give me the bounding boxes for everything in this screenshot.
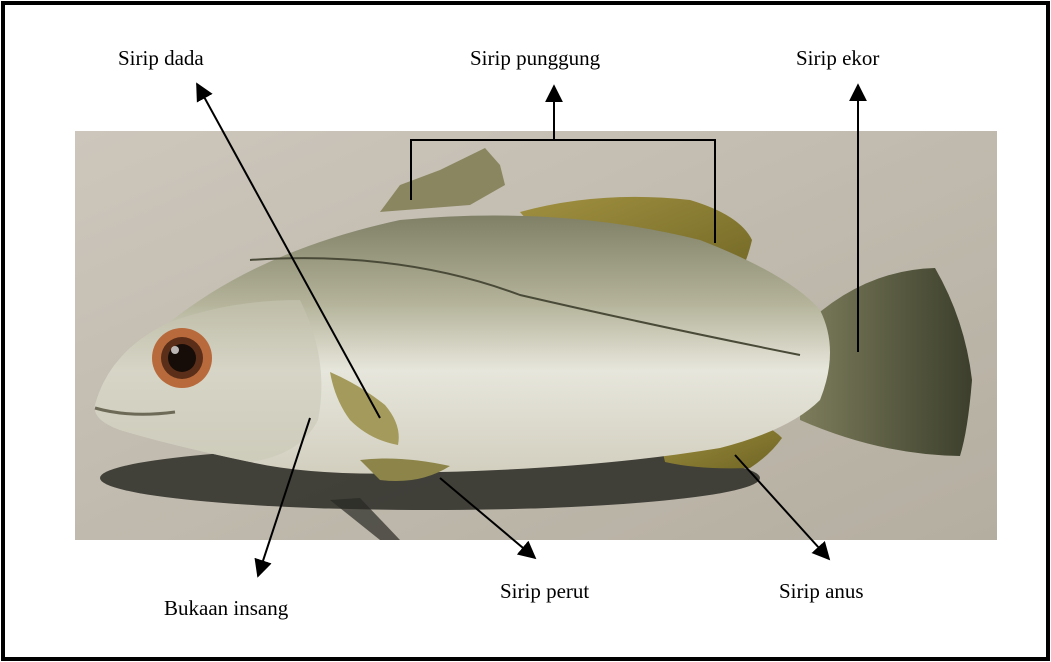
label-gill-opening: Bukaan insang — [164, 596, 289, 620]
label-caudal-fin: Sirip ekor — [796, 46, 879, 70]
label-dorsal-fin: Sirip punggung — [470, 46, 601, 70]
label-anal-fin: Sirip anus — [779, 579, 864, 603]
label-pectoral-fin: Sirip dada — [118, 46, 204, 70]
label-pelvic-fin: Sirip perut — [500, 579, 589, 603]
